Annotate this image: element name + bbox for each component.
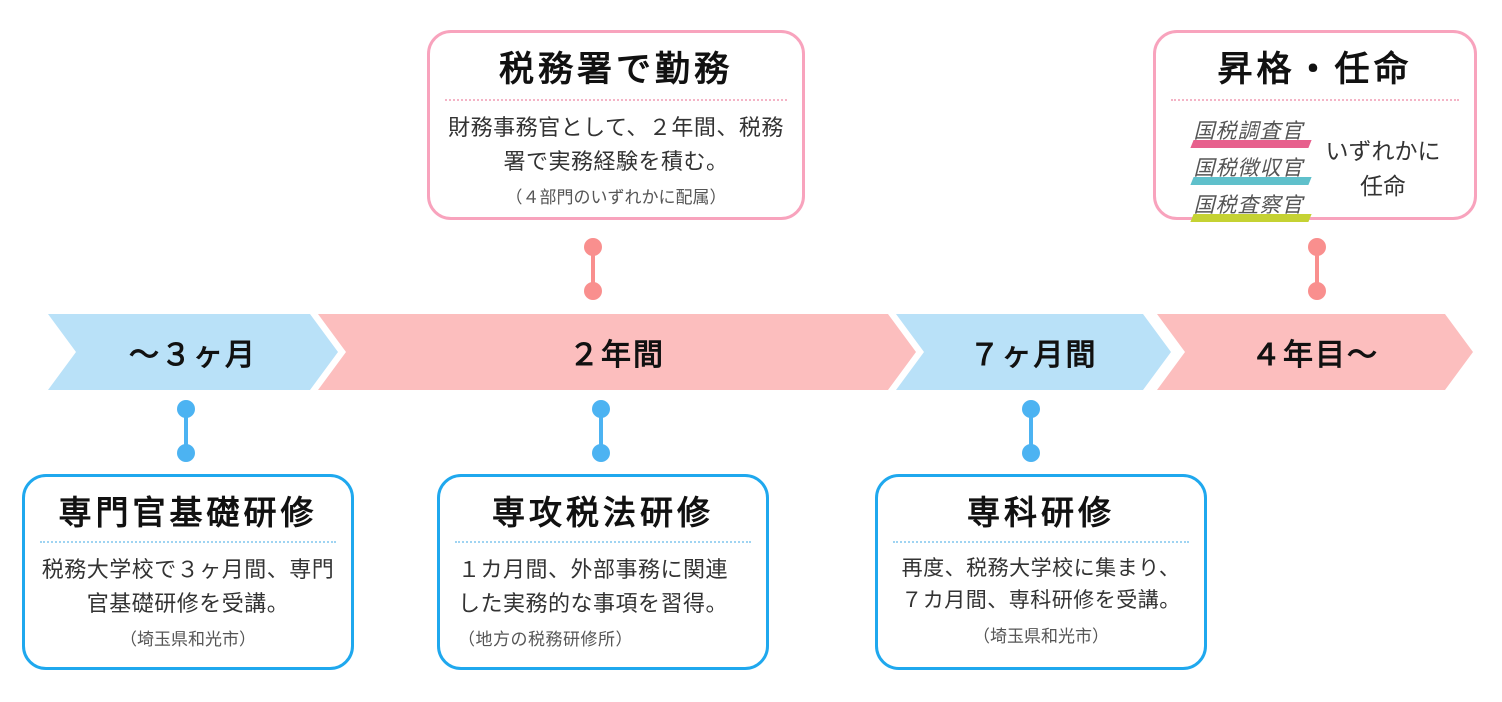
connector-stem	[1029, 407, 1033, 455]
appointment-note: いずれかに 任命	[1326, 134, 1441, 203]
title-divider	[455, 540, 751, 543]
appointment-note-line2: 任命	[1360, 172, 1406, 199]
card-title: 専科研修	[967, 493, 1115, 532]
timeline-segment-7months: ７ヶ月間	[896, 314, 1171, 390]
card-promotion-appointment: 昇格・任命 国税調査官 国税徴収官 国税査察官 いずれかに 任命	[1153, 30, 1477, 222]
timeline-segment-year4: ４年目〜	[1157, 314, 1473, 390]
card-title: 昇格・任命	[1217, 49, 1413, 90]
officer-title-collector: 国税徴収官	[1189, 152, 1312, 185]
card-body: 再度、税務大学校に集まり、７カ月間、専科研修を受講。	[901, 556, 1181, 613]
card-note: （４部門のいずれかに配属）	[505, 188, 727, 208]
connector-dot	[1308, 282, 1326, 300]
title-divider	[893, 540, 1189, 543]
card-title: 税務署で勤務	[498, 49, 733, 90]
segment-label: ２年間	[569, 339, 665, 372]
card-tax-law-training: 専攻税法研修 １カ月間、外部事務に関連した実務的な事項を習得。 （地方の税務研修…	[437, 474, 769, 670]
card-title: 専攻税法研修	[492, 493, 714, 532]
connector-stem	[599, 407, 603, 455]
card-note: （埼玉県和光市）	[973, 626, 1109, 646]
card-body: 財務事務官として、２年間、税務署で実務経験を積む。	[448, 115, 784, 175]
connector-stem	[591, 245, 595, 293]
card-title: 専門官基礎研修	[58, 493, 318, 532]
title-divider	[1171, 99, 1459, 101]
card-basic-training: 専門官基礎研修 税務大学校で３ヶ月間、専門官基礎研修を受講。 （埼玉県和光市）	[22, 474, 354, 670]
appointment-note-line1: いずれかに	[1325, 138, 1441, 164]
connector-basic-training	[177, 400, 195, 462]
connector-stem	[184, 407, 188, 455]
connector-dot	[1022, 444, 1040, 462]
timeline-segment-3months: 〜３ヶ月	[48, 314, 338, 390]
segment-label: 〜３ヶ月	[129, 339, 257, 372]
connector-stem	[1315, 245, 1319, 293]
officer-title-label: 国税徴収官	[1193, 157, 1304, 180]
card-body-text: １カ月間、外部事務に関連した実務的な事項を習得。	[458, 556, 729, 616]
connector-promotion	[1308, 238, 1326, 300]
connector-dot	[592, 444, 610, 462]
connector-dot	[584, 282, 602, 300]
promotion-content: 国税調査官 国税徴収官 国税査察官 いずれかに 任命	[1189, 113, 1441, 224]
card-tax-office-work: 税務署で勤務 財務事務官として、２年間、税務署で実務経験を積む。 （４部門のいず…	[427, 30, 805, 220]
card-body: １カ月間、外部事務に関連した実務的な事項を習得。 （地方の税務研修所）	[440, 553, 766, 655]
officer-title-investigator: 国税査察官	[1189, 189, 1312, 222]
title-divider	[40, 540, 336, 543]
card-note: （地方の税務研修所）	[458, 629, 633, 649]
connector-advanced-training	[1022, 400, 1040, 462]
card-note: （埼玉県和光市）	[120, 629, 256, 649]
officer-title-list: 国税調査官 国税徴収官 国税査察官	[1189, 113, 1312, 224]
connector-tax-office-work	[584, 238, 602, 300]
connector-dot	[177, 444, 195, 462]
segment-label: ７ヶ月間	[969, 339, 1098, 372]
timeline-segment-2years: ２年間	[318, 314, 916, 390]
segment-label: ４年目〜	[1251, 339, 1379, 372]
officer-title-label: 国税査察官	[1193, 194, 1304, 217]
card-advanced-training: 専科研修 再度、税務大学校に集まり、７カ月間、専科研修を受講。 （埼玉県和光市）	[875, 474, 1207, 670]
officer-title-examiner: 国税調査官	[1189, 115, 1312, 148]
connector-tax-law-training	[592, 400, 610, 462]
officer-title-label: 国税調査官	[1193, 120, 1304, 143]
title-divider	[445, 99, 787, 101]
card-body: 税務大学校で３ヶ月間、専門官基礎研修を受講。	[41, 556, 335, 616]
